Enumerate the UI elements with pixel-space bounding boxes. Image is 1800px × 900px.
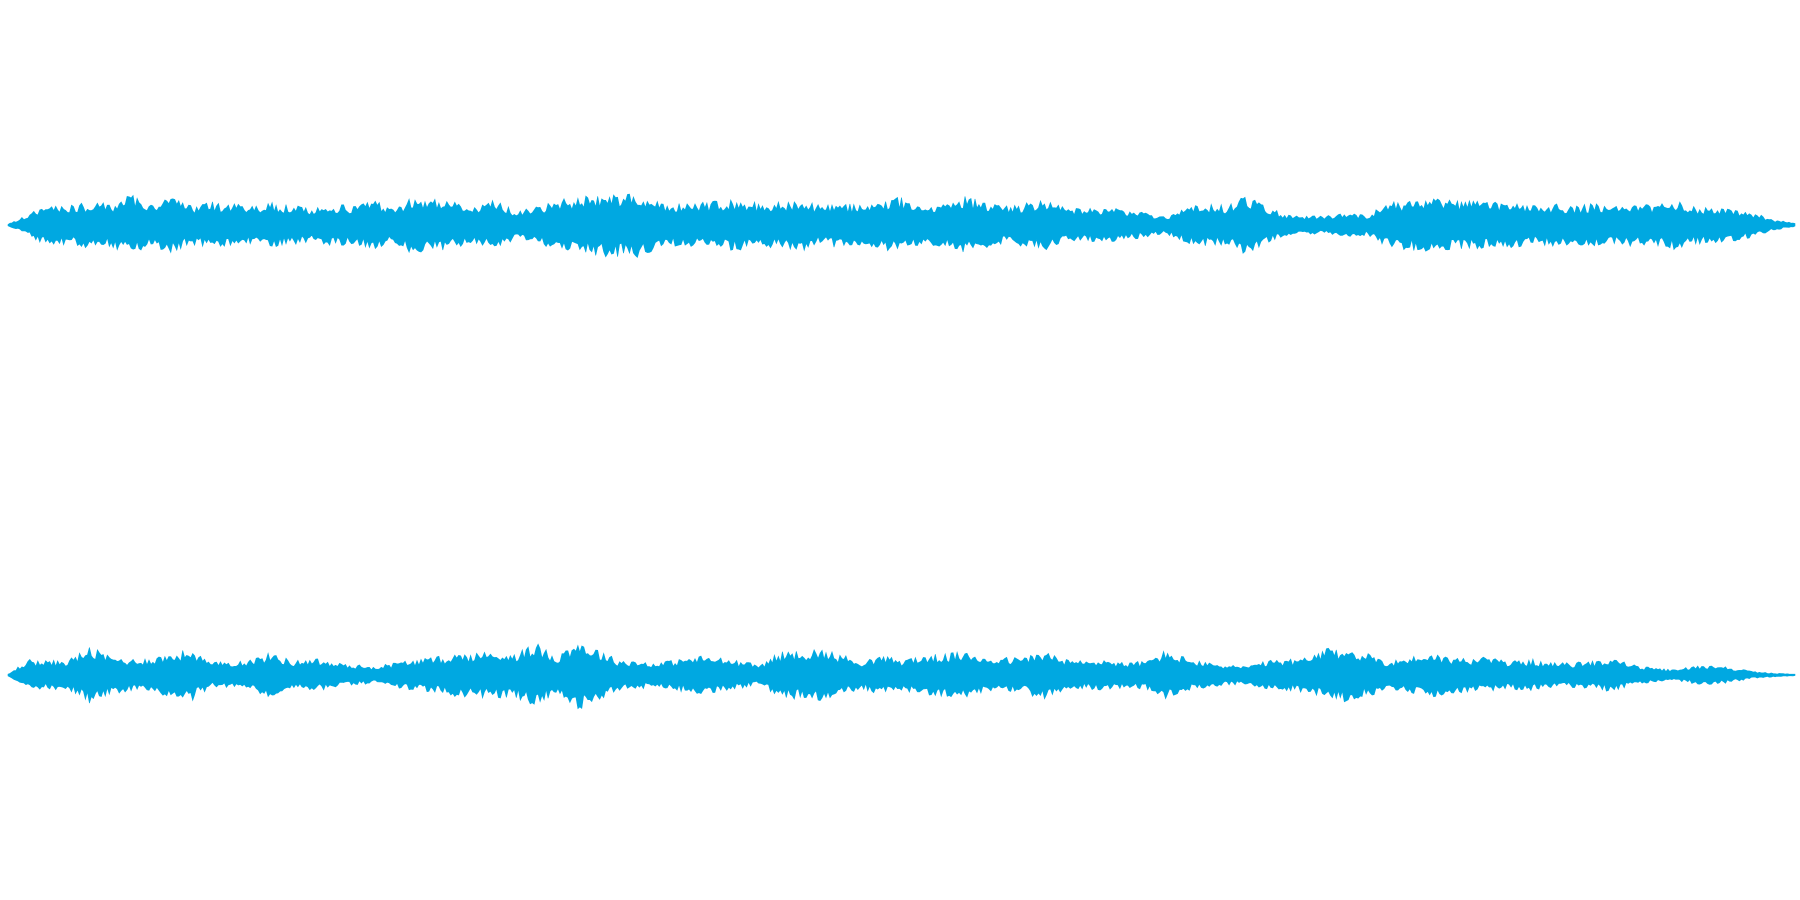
waveform-channel-1: [7, 193, 1796, 258]
waveform-channel-2: [7, 643, 1796, 710]
